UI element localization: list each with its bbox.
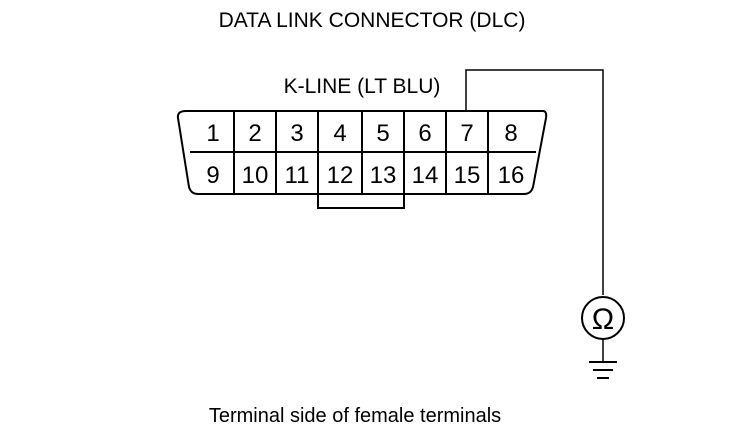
- pin-8: 8: [504, 120, 517, 147]
- ground-icon: [589, 361, 617, 379]
- pin-6: 6: [418, 120, 431, 147]
- pin-2: 2: [248, 120, 261, 147]
- diagram-caption: Terminal side of female terminals: [209, 405, 501, 427]
- pin-12: 12: [327, 162, 354, 189]
- pin-15: 15: [454, 162, 481, 189]
- pin-3: 3: [290, 120, 303, 147]
- pin-1: 1: [206, 120, 219, 147]
- top-row-dividers: [233, 111, 489, 152]
- probe-wire: [465, 69, 604, 295]
- connector-key-notch: [317, 194, 405, 209]
- bottom-row-pins: 9 10 11 12 13 14 15 16: [206, 162, 524, 189]
- diagram-title: DATA LINK CONNECTOR (DLC): [219, 9, 526, 32]
- top-row-pins: 1 2 3 4 5 6 7 8: [206, 120, 517, 147]
- k-line-label: K-LINE (LT BLU): [284, 75, 441, 98]
- pin-11: 11: [285, 162, 310, 189]
- pin-14: 14: [412, 162, 439, 189]
- pin-10: 10: [242, 162, 269, 189]
- bottom-row-dividers: [233, 152, 489, 194]
- pin-7: 7: [460, 120, 473, 147]
- pin-13: 13: [370, 162, 397, 189]
- pin-5: 5: [376, 120, 389, 147]
- pin-9: 9: [206, 162, 219, 189]
- pin-16: 16: [498, 162, 525, 189]
- connector-housing: [176, 110, 548, 195]
- ohm-symbol: Ω: [592, 303, 614, 336]
- pin-4: 4: [333, 120, 346, 147]
